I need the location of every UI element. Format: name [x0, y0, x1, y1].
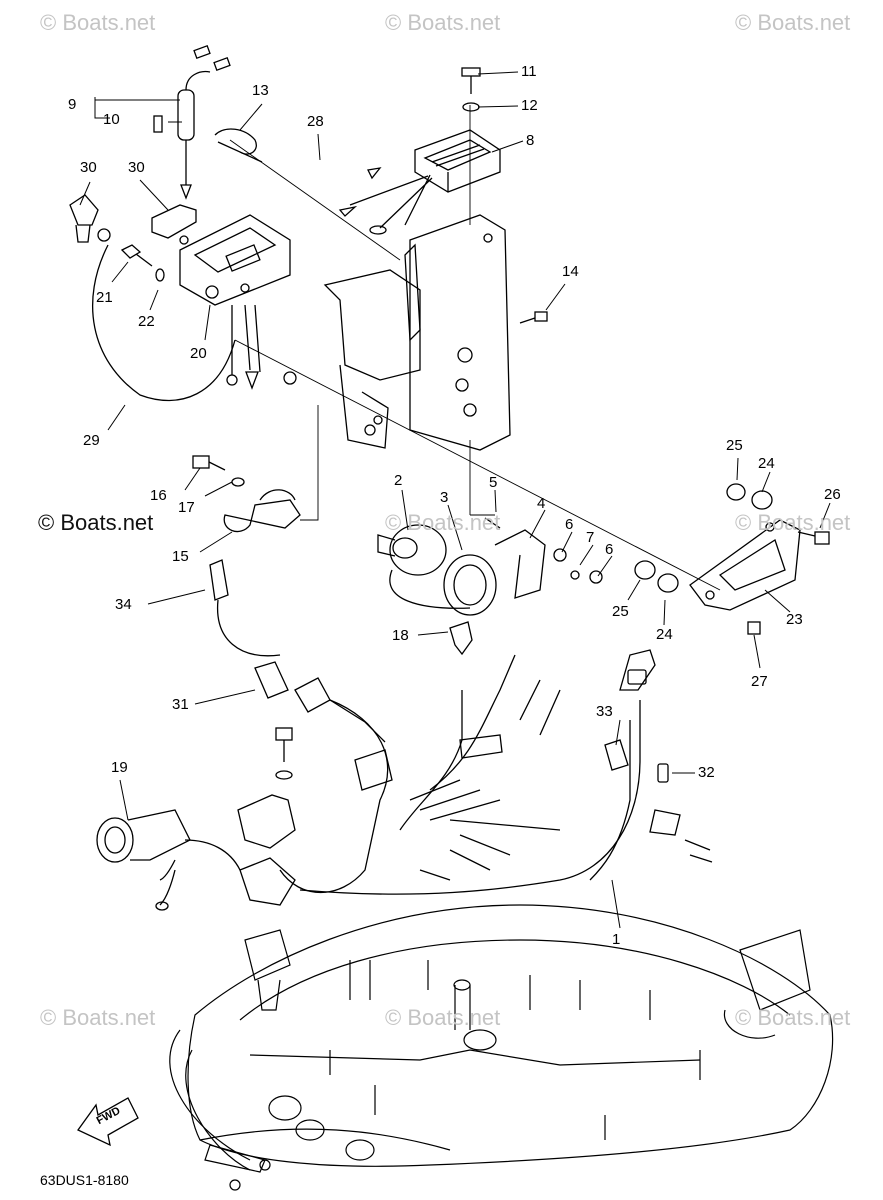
callout-9: 9 [68, 96, 77, 113]
callout-11: 11 [521, 63, 537, 80]
callout-20: 20 [190, 345, 207, 362]
clamp-15 [192, 455, 301, 533]
leader-lines [79, 71, 831, 929]
watermark: © Boats.net [385, 10, 501, 35]
callout-8: 8 [526, 132, 535, 149]
terminal-block [237, 727, 296, 906]
connector-31 [254, 661, 386, 743]
callout-24: 24 [656, 626, 673, 643]
bolt-11-washer-12 [461, 67, 481, 112]
clamp-13 [214, 128, 263, 163]
rectifier-regulator [338, 129, 501, 235]
cdi-unit [179, 214, 297, 390]
callout-6: 6 [565, 516, 574, 533]
callout-23: 23 [786, 611, 803, 628]
mounting-plate [323, 214, 511, 451]
callout-12: 12 [521, 97, 538, 114]
switch-cap-3 [443, 554, 497, 616]
callout-33: 33 [596, 703, 613, 720]
callout-27: 27 [751, 673, 768, 690]
caps-30 [69, 194, 197, 245]
connector-32-33 [604, 739, 669, 783]
watermark: © Boats.net [735, 10, 851, 35]
watermark: © Boats.net [385, 510, 501, 535]
callout-18: 18 [392, 627, 409, 644]
callout-15: 15 [172, 548, 189, 565]
callout-10: 10 [103, 111, 120, 128]
grommets-24-25 [634, 483, 773, 593]
fuse-holder [153, 45, 231, 200]
callout-16: 16 [150, 487, 167, 504]
callout-2: 2 [394, 472, 403, 489]
callout-17: 17 [178, 499, 195, 516]
callout-19: 19 [111, 759, 128, 776]
callout-21: 21 [96, 289, 113, 306]
callout-3: 3 [440, 489, 449, 506]
watermark: © Boats.net [38, 510, 154, 535]
callout-25: 25 [612, 603, 629, 620]
wire-29 [91, 244, 236, 402]
callout-32: 32 [698, 764, 715, 781]
callout-34: 34 [115, 596, 132, 613]
callout-30: 30 [128, 159, 145, 176]
watermark: © Boats.net [385, 1005, 501, 1030]
callout-7: 7 [586, 529, 595, 546]
screw-14 [519, 311, 548, 324]
plug-34 [209, 559, 281, 657]
callout-5: 5 [489, 474, 498, 491]
watermark: © Boats.net [40, 10, 156, 35]
cap-18 [449, 621, 473, 656]
bolt-26-27 [747, 531, 830, 635]
callout-14: 14 [562, 263, 579, 280]
bracket-23 [689, 519, 801, 611]
fwd-arrow-icon [77, 1097, 139, 1147]
bracket-4 [484, 517, 546, 599]
callout-26: 26 [824, 486, 841, 503]
watermark: © Boats.net [735, 510, 851, 535]
part-code: 63DUS1-8180 [40, 1172, 129, 1188]
callout-28: 28 [307, 113, 324, 130]
callout-24: 24 [758, 455, 775, 472]
watermark: © Boats.net [40, 1005, 156, 1030]
callout-1: 1 [612, 931, 621, 948]
socket-19 [96, 809, 241, 911]
callout-30: 30 [80, 159, 97, 176]
wire-harness-1 [279, 649, 713, 895]
callout-31: 31 [172, 696, 189, 713]
callout-29: 29 [83, 432, 100, 449]
nuts-6-7 [553, 548, 603, 584]
bottom-cowling [169, 904, 834, 1191]
callout-22: 22 [138, 313, 155, 330]
callout-6: 6 [605, 541, 614, 558]
callout-25: 25 [726, 437, 743, 454]
callout-4: 4 [537, 495, 546, 512]
bolt-21-washer-22 [120, 244, 165, 282]
watermark: © Boats.net [735, 1005, 851, 1030]
callout-13: 13 [252, 82, 269, 99]
